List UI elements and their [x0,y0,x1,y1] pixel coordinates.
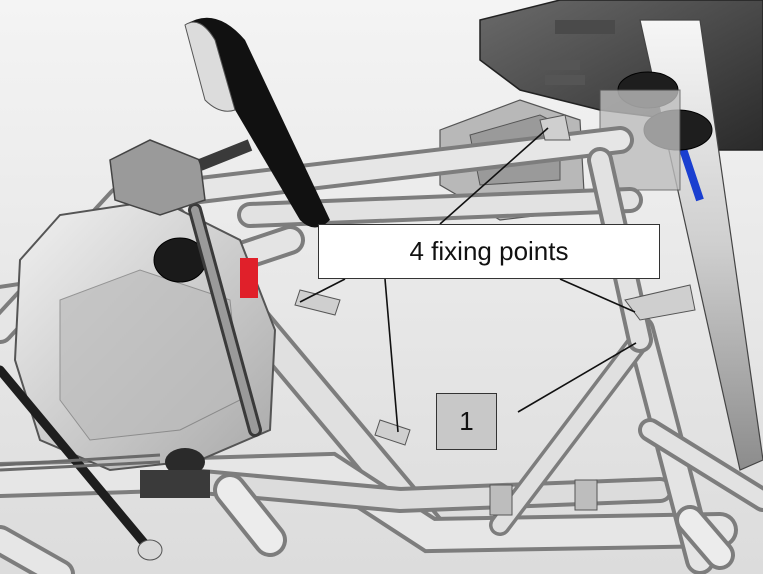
leader-lines [299,127,637,433]
red-clip [240,258,258,298]
tie-rod [0,365,163,561]
part-number-label: 1 [459,406,474,436]
steering-column [109,139,262,437]
steering-wheel [184,17,330,228]
fixing-points-label: 4 fixing points [409,236,569,266]
fixing-points-callout: 4 fixing points [318,224,660,279]
fixing-tabs [294,114,696,516]
part-number-badge: 1 [436,393,497,450]
